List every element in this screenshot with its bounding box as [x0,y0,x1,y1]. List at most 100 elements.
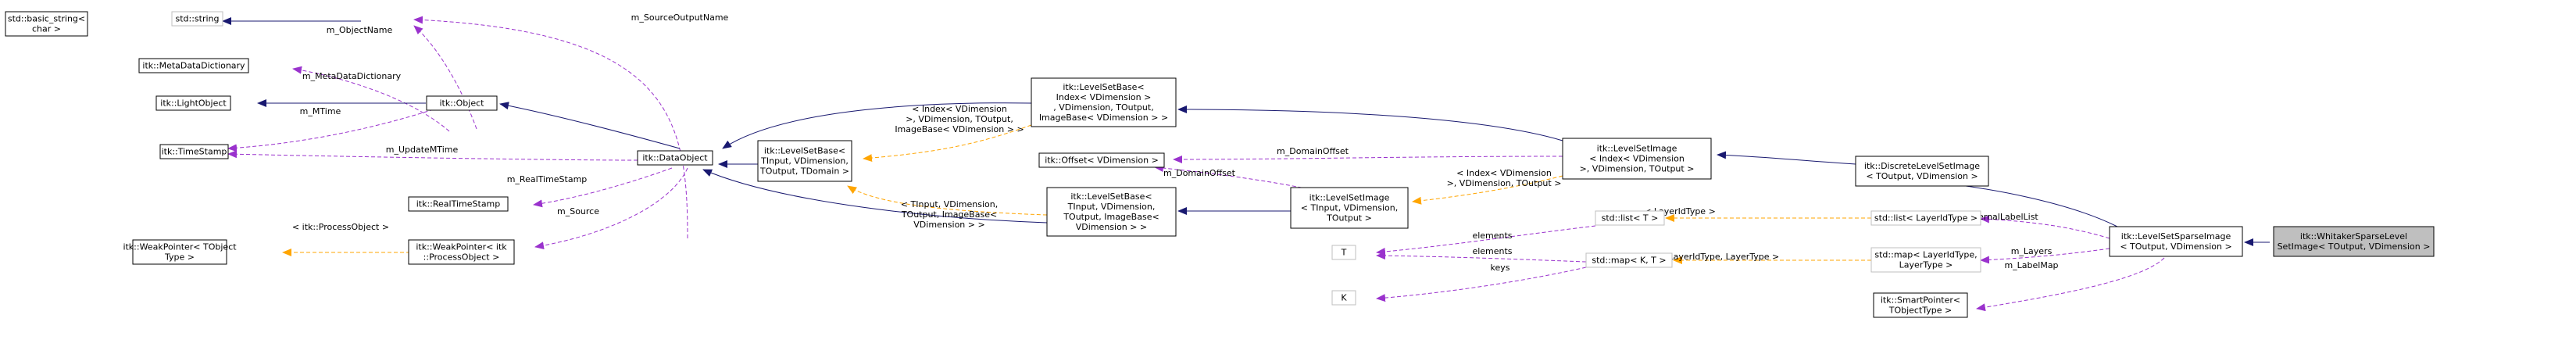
node-label-line: Type > [164,252,195,263]
node-box [757,140,852,182]
node-level-set-base-index[interactable]: itk::LevelSetBase<Index< VDimension >, V… [1031,77,1177,127]
edge-label-line: < TInput, VDimension, [901,199,998,209]
node-box [1585,252,1673,268]
node-label-line: itk::RealTimeStamp [416,199,501,209]
node-label-line: itk::Offset< VDimension > [1045,156,1159,166]
node-box [1290,187,1409,229]
edge-m-update-mtime: m_UpdateMTime [227,145,638,161]
node-label-line: itk::LevelSetBase< [1063,82,1144,92]
node-time-stamp[interactable]: itk::TimeStamp [159,144,229,159]
node-label-line: itk::Object [440,98,485,109]
node-weak-pointer-process-object[interactable]: itk::WeakPointer< itk::ProcessObject > [408,239,515,265]
edge-label-line: elements [1472,231,1512,241]
edge-label-line: m_DomainOffset [1163,168,1236,178]
node-discrete-level-set-image[interactable]: itk::DiscreteLevelSetImage< TOutput, VDi… [1855,156,1989,187]
node-std-map-layer-id[interactable]: std::map< LayerIdType,LayerType > [1870,247,1981,273]
node-label-line: SetImage< TOutput, VDimension > [2278,241,2431,252]
edge-label-line: m_RealTimeStamp [507,174,588,184]
node-box [1331,245,1356,260]
edge-lsb-image-template: < TInput, VDimension,TOutput, ImageBase<… [847,185,1048,230]
edge-data-object-to-object [499,102,681,149]
node-real-time-stamp[interactable]: itk::RealTimeStamp [408,196,509,212]
node-label-line: itk::WeakPointer< TObject [123,242,237,252]
edge-m-layers: m_Layers [1980,246,2110,264]
edge-label-line: m_ObjectName [327,25,393,35]
node-label-line: TInput, VDimension, [760,156,849,166]
edge-lsb-index-to-data-object [722,102,1032,149]
node-box [5,11,88,37]
node-label-line: itk::SmartPointer< [1881,295,1960,306]
node-light-object[interactable]: itk::LightObject [155,95,231,111]
node-label-line: TObjectType > [1888,306,1953,316]
node-level-set-image-t[interactable]: itk::LevelSetImage< TInput, VDimension,T… [1290,187,1409,229]
edge-label-line: ImageBase< VDimension > > [895,124,1024,134]
node-meta-data-dictionary[interactable]: itk::MetaDataDictionary [138,58,249,73]
node-label-line: LayerType > [1899,260,1953,270]
node-box [1595,210,1665,226]
edge-elements-list: elements [1376,225,1596,256]
node-label-line: std::map< K, T > [1592,256,1666,266]
node-label-line: std::list< T > [1602,213,1659,224]
edge-label-line: < LayerIdType, LayerType > [1659,252,1780,262]
node-box [1870,210,1981,226]
edge-label-line: m_Layers [2011,246,2053,256]
node-label-line: TOutput, ImageBase< [1063,212,1159,222]
node-label-line: TInput, VDimension, [1067,202,1156,212]
edge-label-line: m_UpdateMTime [386,145,459,155]
node-label-line: itk::LevelSetImage [1309,193,1390,203]
edge-label-line: m_SourceOutputName [631,13,729,23]
node-label-line: ::ProcessObject > [423,252,500,263]
edge-label-line: keys [1491,263,1510,273]
node-label-line: std::list< LayerIdType > [1874,213,1978,224]
node-t[interactable]: T [1331,245,1356,260]
node-label-line: std::string [175,14,219,24]
node-level-set-base-tinput[interactable]: itk::LevelSetBase<TInput, VDimension,TOu… [757,140,852,182]
node-label-line: itk::DataObject [642,153,708,163]
node-level-set-sparse-image[interactable]: itk::LevelSetSparseImage< TOutput, VDime… [2109,226,2243,257]
node-k[interactable]: K [1331,290,1356,306]
node-smart-pointer[interactable]: itk::SmartPointer<TObjectType > [1873,292,1968,318]
node-label-line: < TOutput, VDimension > [2120,241,2231,252]
node-data-object[interactable]: itk::DataObject [637,150,713,166]
node-offset[interactable]: itk::Offset< VDimension > [1038,152,1165,168]
node-object[interactable]: itk::Object [426,95,498,111]
node-level-set-image-index[interactable]: itk::LevelSetImage< Index< VDimension>, … [1562,138,1712,180]
node-label-line: < Index< VDimension [1589,154,1685,164]
node-label-line: itk::DiscreteLevelSetImage [1864,161,1980,171]
edge-weak-pointer-template: < itk::ProcessObject > [282,222,410,256]
node-std-list-t[interactable]: std::list< T > [1595,210,1665,226]
node-box [159,144,229,159]
node-box [155,95,231,111]
edge-m-mtime: m_MTime [227,106,434,152]
node-box [1038,152,1165,168]
edge-std-list-template: < LayerIdType > [1644,206,1871,222]
node-label-line: itk::WeakPointer< itk [416,242,507,252]
node-box [1331,290,1356,306]
node-label-line: itk::LevelSetBase< [764,146,845,156]
edge-label-line: TOutput, ImageBase< [901,209,997,220]
edge-label-line: m_LabelMap [2004,260,2058,270]
edge-label-line: < Index< VDimension [1456,168,1552,178]
node-level-set-base-image[interactable]: itk::LevelSetBase<TInput, VDimension,TOu… [1046,187,1177,237]
node-basic-string[interactable]: std::basic_string<char > [5,11,88,37]
node-std-list-layer-id[interactable]: std::list< LayerIdType > [1870,210,1981,226]
node-box [2109,226,2243,257]
node-box [138,58,249,73]
edge-m-label-map: m_LabelMap [1976,257,2165,312]
node-std-string[interactable]: std::string [171,11,223,27]
node-label-line: >, VDimension, TOutput > [1580,164,1695,174]
node-std-map-kt[interactable]: std::map< K, T > [1585,252,1673,268]
node-label-line: itk::LevelSetImage [1597,144,1677,154]
edge-keys-map: keys [1376,263,1587,302]
edge-label-line: >, VDimension, TOutput > [1447,178,1562,188]
node-box [132,239,227,265]
node-weak-pointer-tobject[interactable]: itk::WeakPointer< TObjectType > [123,239,237,265]
edge-m-domain-offset-top: m_DomainOffset [1173,146,1563,163]
node-box [637,150,713,166]
edge-discrete-to-lsi-index [1717,151,1856,165]
node-box [1870,247,1981,273]
node-box [1562,138,1712,180]
edge-lsi-index-to-lsb-index [1177,106,1563,141]
